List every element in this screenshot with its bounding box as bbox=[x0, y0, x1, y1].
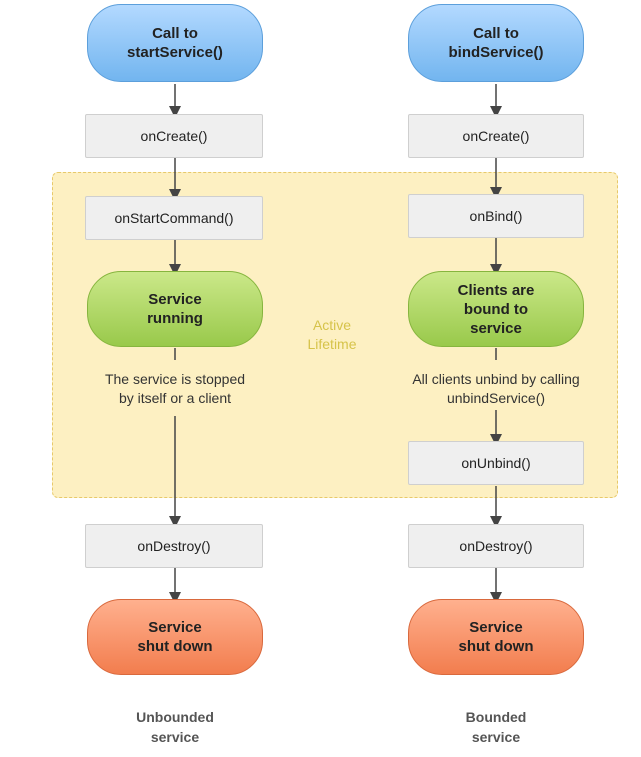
service-running-node: Service running bbox=[87, 271, 263, 347]
on-start-command-box: onStartCommand() bbox=[85, 196, 263, 240]
start-service-node: Call to startService() bbox=[87, 4, 263, 82]
left-on-create-box: onCreate() bbox=[85, 114, 263, 158]
left-on-destroy-box: onDestroy() bbox=[85, 524, 263, 568]
service-stopped-note: The service is stopped by itself or a cl… bbox=[104, 371, 246, 406]
on-bind-box: onBind() bbox=[408, 194, 584, 238]
right-service-shut-down-node: Service shut down bbox=[408, 599, 584, 675]
clients-bound-node: Clients are bound to service bbox=[408, 271, 584, 347]
on-unbind-box: onUnbind() bbox=[408, 441, 584, 485]
bind-service-node: Call to bindService() bbox=[408, 4, 584, 82]
right-on-create-box: onCreate() bbox=[408, 114, 584, 158]
left-service-shut-down-node: Service shut down bbox=[87, 599, 263, 675]
unbounded-service-caption: Unbounded service bbox=[136, 709, 214, 745]
right-on-destroy-box: onDestroy() bbox=[408, 524, 584, 568]
active-lifetime-label: Active Lifetime bbox=[307, 317, 357, 352]
clients-unbind-note: All clients unbind by calling unbindServ… bbox=[412, 371, 580, 406]
bounded-service-caption: Bounded service bbox=[465, 709, 527, 745]
